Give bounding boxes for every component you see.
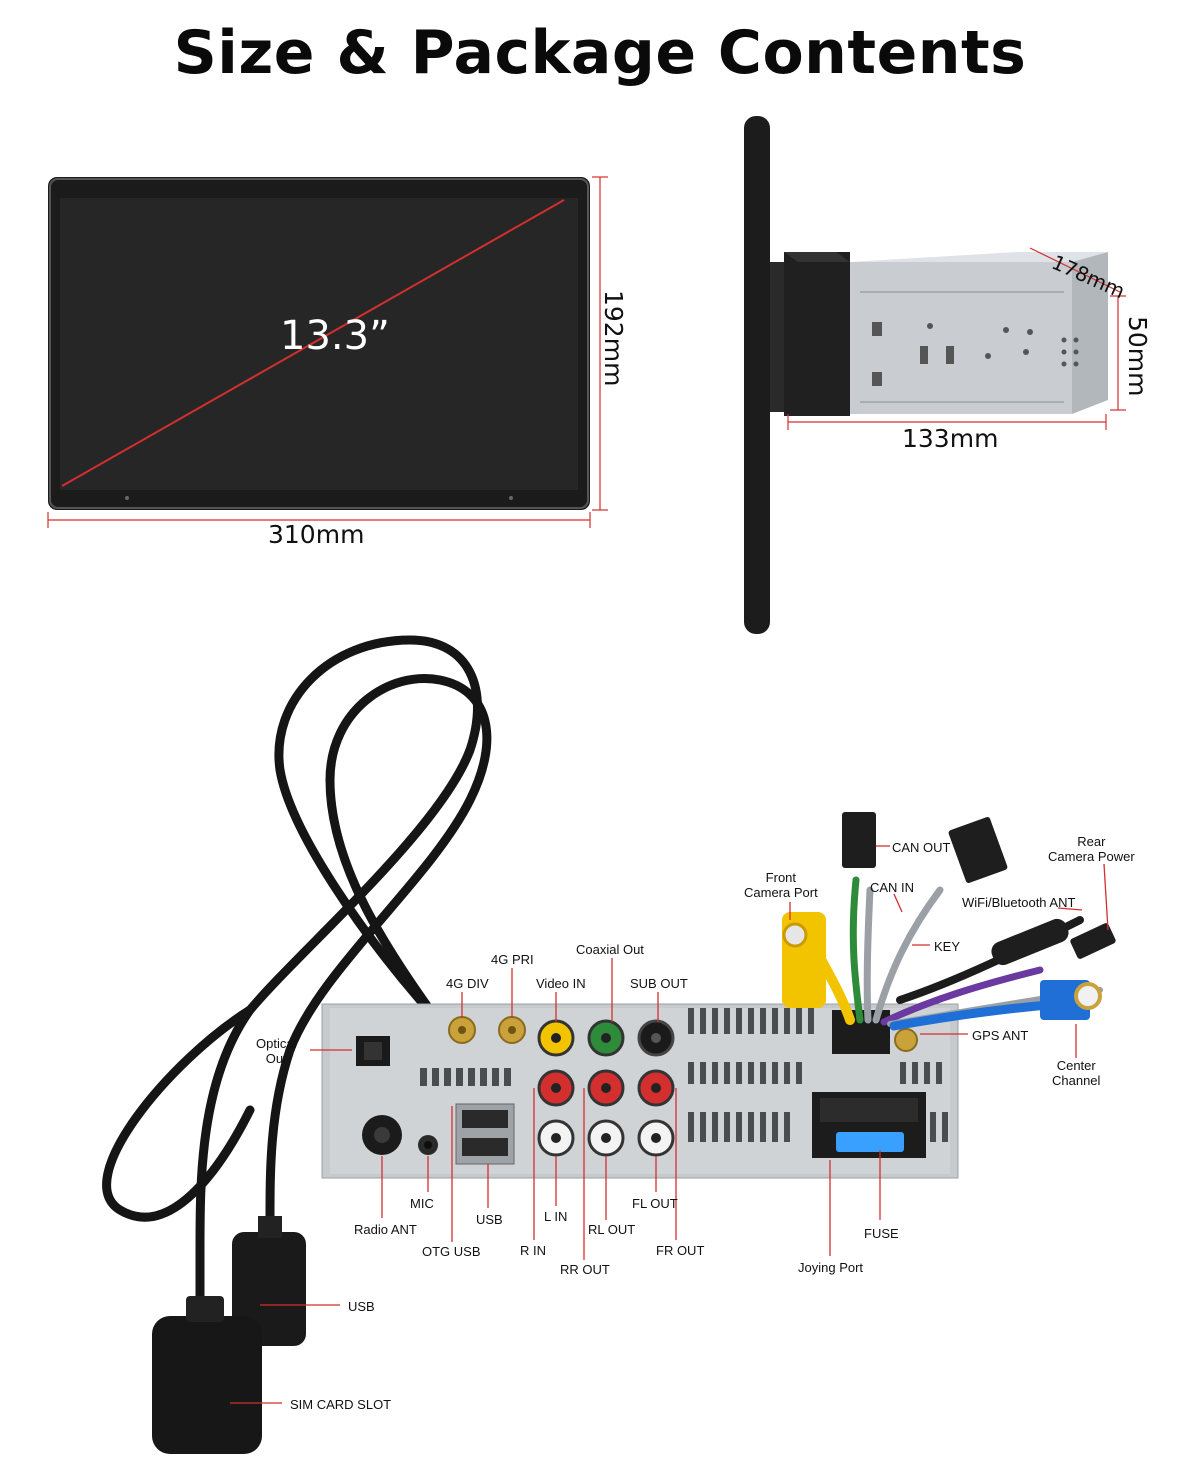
callout-leaders <box>230 845 1109 1404</box>
label-can-out: CAN OUT <box>892 840 951 855</box>
label-r-in: R IN <box>520 1243 546 1258</box>
dimension-lines-front <box>47 176 608 528</box>
screen-width: 310mm <box>268 520 365 549</box>
label-center-channel: Center Channel <box>1052 1058 1101 1088</box>
label-l-in: L IN <box>544 1209 568 1224</box>
label-key: KEY <box>934 939 961 954</box>
label-radio-ant: Radio ANT <box>354 1222 417 1237</box>
label-4g-pri: 4G PRI <box>491 952 534 967</box>
dimension-lines-side <box>787 247 1126 430</box>
label-4g-div: 4G DIV <box>446 976 489 991</box>
label-optical-out: Optical Out <box>256 1036 297 1066</box>
label-gps-ant: GPS ANT <box>972 1028 1029 1043</box>
screen-front <box>48 177 590 510</box>
label-fl-out: FL OUT <box>632 1196 678 1211</box>
harness-connectors <box>782 812 1116 1020</box>
label-can-in: CAN IN <box>870 880 915 895</box>
label-video-in: Video IN <box>536 976 586 991</box>
screen-height: 192mm <box>599 290 628 387</box>
label-coaxial-out: Coaxial Out <box>576 942 644 957</box>
label-usb: USB <box>476 1212 503 1227</box>
label-rr-out: RR OUT <box>560 1262 610 1277</box>
label-otg-usb: OTG USB <box>422 1244 481 1259</box>
label-rear-camera-power: Rear Camera Power <box>1048 834 1135 864</box>
label-wifi-bluetooth-ant: WiFi/Bluetooth ANT <box>962 895 1076 910</box>
label-sim-card-slot: SIM CARD SLOT <box>290 1397 392 1412</box>
label-front-camera-port: Front Camera Port <box>744 870 818 900</box>
label-mic: MIC <box>410 1196 434 1211</box>
sim-holder <box>152 1296 262 1454</box>
side-height: 50mm <box>1123 316 1152 397</box>
label-fuse: FUSE <box>864 1226 899 1241</box>
label-joying-port: Joying Port <box>798 1260 864 1275</box>
label-usb-cable: USB <box>348 1299 375 1314</box>
rear-panel <box>321 1003 959 1179</box>
label-rl-out: RL OUT <box>588 1222 636 1237</box>
page-title: Size & Package Contents <box>173 18 1027 88</box>
side-body-depth: 133mm <box>902 424 999 453</box>
label-sub-out: SUB OUT <box>630 976 688 991</box>
screen-diagonal: 13.3” <box>280 313 390 359</box>
label-fr-out: FR OUT <box>656 1243 705 1258</box>
side-view <box>744 116 1108 634</box>
usb-sim-cable <box>102 635 492 1315</box>
